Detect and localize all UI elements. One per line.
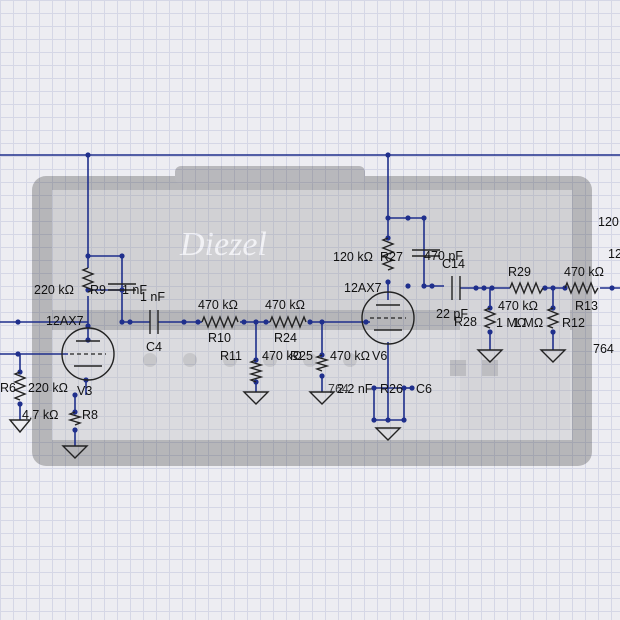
label-r12-value: 1 MΩ	[513, 316, 543, 330]
label-c4-ref: C4	[146, 340, 162, 354]
capacitor-c9[interactable]	[108, 283, 136, 291]
label-r11-ref: R11	[220, 349, 242, 363]
label-r28-value-b: 1 MΩ	[496, 316, 526, 330]
resistor-r28[interactable]	[483, 307, 497, 329]
amp-handle	[175, 166, 365, 184]
labels: 220 kΩ R9 1 nF 1 nF 12AX7 C4 470 kΩ R10 …	[0, 215, 620, 422]
resistor-r24[interactable]	[269, 315, 307, 329]
tube-v3[interactable]	[61, 327, 115, 381]
label-r27-value: 120 kΩ	[333, 250, 373, 264]
tube-v6[interactable]	[361, 291, 415, 345]
resistor-r11[interactable]	[248, 359, 264, 383]
label-r26-value: 2.2 nF	[337, 382, 373, 396]
ground-symbol	[8, 419, 32, 434]
label-r28-ref: R28	[454, 315, 477, 329]
ground-symbol	[308, 391, 336, 405]
label-r25-ref: R25	[290, 349, 313, 363]
label-r29-value: 470 kΩ	[564, 265, 604, 279]
resistors	[13, 237, 599, 426]
amp-front-panel	[52, 330, 572, 440]
label-r12-ref: R12	[562, 316, 585, 330]
ground-symbol	[242, 391, 270, 405]
label-r6-value: 220 kΩ	[28, 381, 68, 395]
label-r8-value: 4.7 kΩ	[22, 408, 58, 422]
label-12: 12	[608, 247, 620, 261]
label-c6-ref: C6	[416, 382, 432, 396]
label-r28-value: 470 kΩ	[498, 299, 538, 313]
capacitor-c14[interactable]	[412, 249, 440, 257]
label-764a: 764	[593, 342, 614, 356]
label-c9-value: 1 nF	[122, 283, 147, 297]
resistor-r6[interactable]	[13, 371, 27, 401]
label-r26-ref: R26	[380, 382, 403, 396]
label-r9-ref: R9	[90, 283, 106, 297]
label-r8-ref: R8	[82, 408, 98, 422]
label-c9-ref: 1 nF	[140, 290, 165, 304]
resistor-r10[interactable]	[201, 315, 239, 329]
label-c14-value: 470 pF	[424, 249, 463, 263]
ground-symbol	[374, 427, 402, 441]
label-r10-ref: R10	[208, 331, 231, 345]
capacitor-c4[interactable]	[149, 310, 159, 334]
label-r25-value: 470 kΩ	[330, 349, 370, 363]
amp-logo: Diezel	[179, 226, 267, 263]
ground-symbol	[476, 349, 504, 363]
junctions	[15, 152, 615, 433]
resistor-r8[interactable]	[67, 411, 83, 426]
resistor-r9[interactable]	[81, 267, 95, 293]
label-v6-type: 12AX7	[344, 281, 382, 295]
capacitor-c22[interactable]	[451, 276, 461, 300]
resistor-r27[interactable]	[381, 237, 395, 271]
ground-symbol	[539, 349, 567, 363]
grounds	[8, 349, 567, 459]
label-v3-type: 12AX7	[46, 314, 84, 328]
resistor-r12[interactable]	[546, 307, 560, 329]
label-r10-value: 470 kΩ	[198, 298, 238, 312]
capacitors	[108, 249, 461, 334]
resistor-r25[interactable]	[314, 354, 330, 372]
label-v6-ref: V6	[372, 349, 387, 363]
label-r11-value: 470 kΩ	[262, 349, 302, 363]
label-764b: 764	[328, 382, 349, 396]
label-r24-ref: R24	[274, 331, 297, 345]
label-r27-ref: R27	[380, 250, 403, 264]
ground-symbol	[61, 445, 89, 459]
label-120: 120	[598, 215, 619, 229]
label-c14-ref: C14	[442, 257, 465, 271]
label-r9-value: 220 kΩ	[34, 283, 74, 297]
label-r24-value: 470 kΩ	[265, 298, 305, 312]
label-r13-ref: R13	[575, 299, 598, 313]
resistor-r13[interactable]	[564, 281, 599, 295]
label-c22-value: 22 pF	[436, 307, 468, 321]
label-r6-ref: R6	[0, 381, 16, 395]
label-v3-ref: V3	[77, 384, 92, 398]
label-r29-ref: R29	[508, 265, 531, 279]
resistor-r29[interactable]	[509, 281, 544, 295]
